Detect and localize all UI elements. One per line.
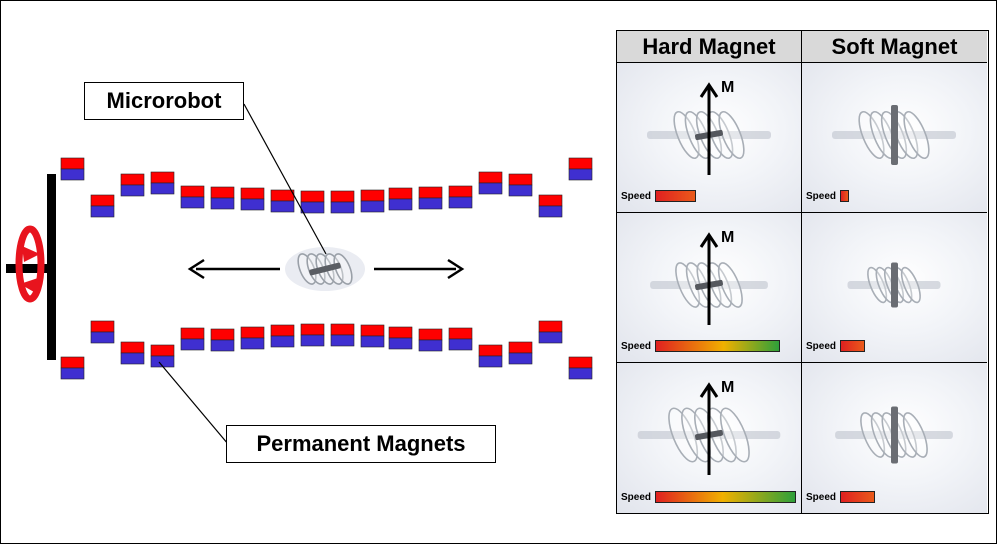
permanent-magnet bbox=[448, 185, 473, 209]
soft-robot-image bbox=[847, 262, 941, 308]
speed-label: Speed bbox=[806, 491, 837, 503]
magnetization-label: M bbox=[721, 79, 735, 96]
speed-indicator: Speed bbox=[621, 491, 797, 503]
soft-magnet-header: Soft Magnet bbox=[802, 31, 987, 63]
microrobot-image bbox=[285, 247, 365, 291]
speed-bar bbox=[840, 190, 850, 202]
permanent-magnet bbox=[388, 326, 413, 350]
permanent-magnet bbox=[150, 171, 175, 195]
rotation-axle bbox=[6, 174, 56, 360]
permanent-magnet bbox=[568, 356, 593, 380]
permanent-magnet bbox=[478, 171, 503, 195]
soft-robot-image bbox=[835, 406, 953, 464]
speed-bar bbox=[655, 491, 797, 503]
magnets-callout-line bbox=[158, 361, 229, 445]
bottom-magnet-row bbox=[60, 320, 593, 380]
soft-robot-image bbox=[832, 105, 956, 165]
hard-magnet-cell-3: M Speed bbox=[617, 363, 802, 513]
permanent-magnets-label: Permanent Magnets bbox=[226, 425, 496, 463]
permanent-magnet bbox=[180, 327, 205, 351]
permanent-magnet bbox=[360, 324, 385, 348]
hard-magnet-cell-1: M Speed bbox=[617, 63, 802, 213]
permanent-magnet bbox=[360, 189, 385, 213]
microrobot-callout-line bbox=[243, 103, 327, 255]
hard-robot-image bbox=[650, 232, 768, 325]
permanent-magnet bbox=[418, 328, 443, 352]
top-magnet-row bbox=[60, 157, 593, 218]
permanent-magnet bbox=[210, 186, 235, 210]
hard-robot-image bbox=[647, 82, 771, 175]
speed-label: Speed bbox=[806, 340, 837, 352]
speed-label: Speed bbox=[621, 340, 652, 352]
permanent-magnet bbox=[388, 187, 413, 211]
magnetization-label: M bbox=[721, 379, 735, 396]
soft-magnet-cell-2: Speed bbox=[802, 213, 987, 363]
permanent-magnet bbox=[120, 173, 145, 197]
permanent-magnet bbox=[180, 185, 205, 209]
speed-bar bbox=[840, 491, 876, 503]
permanent-magnet bbox=[418, 186, 443, 210]
magnetization-arrow-icon bbox=[699, 82, 719, 175]
speed-indicator: Speed bbox=[621, 340, 781, 352]
permanent-magnet bbox=[270, 324, 295, 348]
permanent-magnet bbox=[90, 194, 115, 218]
speed-label: Speed bbox=[621, 491, 652, 503]
soft-magnet-cell-1: Speed bbox=[802, 63, 987, 213]
speed-indicator: Speed bbox=[806, 340, 866, 352]
speed-indicator: Speed bbox=[806, 190, 850, 202]
magnet-array-diagram bbox=[6, 103, 593, 445]
permanent-magnet bbox=[210, 328, 235, 352]
speed-indicator: Speed bbox=[621, 190, 697, 202]
permanent-magnet bbox=[508, 173, 533, 197]
speed-bar bbox=[655, 340, 781, 352]
hard-magnet-header: Hard Magnet bbox=[617, 31, 802, 63]
permanent-magnet bbox=[568, 157, 593, 181]
hard-robot-image bbox=[637, 382, 781, 475]
permanent-magnet bbox=[300, 323, 325, 347]
magnetization-arrow-icon bbox=[699, 382, 719, 475]
permanent-magnet bbox=[240, 326, 265, 350]
hard-magnet-cell-2: M Speed bbox=[617, 213, 802, 363]
permanent-magnet bbox=[120, 341, 145, 365]
speed-bar bbox=[655, 190, 697, 202]
motion-arrows bbox=[187, 258, 465, 280]
permanent-magnet bbox=[60, 157, 85, 181]
speed-label: Speed bbox=[806, 190, 837, 202]
permanent-magnet bbox=[330, 323, 355, 347]
permanent-magnet bbox=[508, 341, 533, 365]
magnetization-label: M bbox=[721, 229, 735, 246]
permanent-magnet bbox=[538, 194, 563, 218]
permanent-magnet bbox=[330, 190, 355, 214]
magnetization-arrow-icon bbox=[699, 232, 719, 325]
microrobot-label: Microrobot bbox=[84, 82, 244, 120]
speed-label: Speed bbox=[621, 190, 652, 202]
permanent-magnet bbox=[478, 344, 503, 368]
permanent-magnet bbox=[60, 356, 85, 380]
rotation-arrow-icon bbox=[15, 225, 45, 303]
permanent-magnet bbox=[90, 320, 115, 344]
permanent-magnet bbox=[300, 190, 325, 214]
speed-indicator: Speed bbox=[806, 491, 876, 503]
permanent-magnet bbox=[538, 320, 563, 344]
permanent-magnet bbox=[270, 189, 295, 213]
permanent-magnet bbox=[448, 327, 473, 351]
soft-magnet-cell-3: Speed bbox=[802, 363, 987, 513]
permanent-magnet bbox=[150, 344, 175, 368]
permanent-magnet bbox=[240, 187, 265, 211]
speed-bar bbox=[840, 340, 866, 352]
